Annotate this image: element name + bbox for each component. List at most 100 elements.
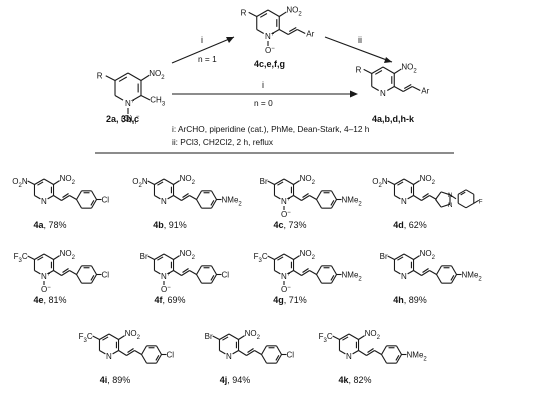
vinyl-double [403, 84, 412, 89]
bond-to-nitro [238, 335, 245, 340]
label-part: Br [205, 332, 213, 341]
n-oxide-oxygen: O− [281, 285, 291, 294]
ring-bond [163, 178, 174, 185]
bond-to-aryl [69, 195, 77, 200]
vinyl-bond [53, 270, 62, 276]
ring-bond [451, 265, 458, 275]
label-part: NO [245, 329, 257, 338]
label-part: Cl [102, 271, 110, 280]
ring-bond [211, 199, 218, 209]
aryl-ring [436, 265, 458, 284]
ring-bond [34, 178, 45, 185]
label-part: 2 [413, 69, 417, 75]
vinyl-bond [358, 350, 367, 356]
ring-bond [274, 270, 281, 275]
bond-to-substituent [387, 255, 395, 260]
ring-bond [381, 345, 388, 355]
ring-bond [274, 195, 281, 200]
ring-bond [261, 345, 268, 355]
bond-to-substituent [147, 255, 155, 260]
ring-nitrogen: N+ [281, 272, 291, 281]
product-id: 4d [393, 220, 404, 230]
ring-bond [440, 191, 451, 196]
label-part: NMe [342, 271, 359, 280]
aryl-ring [196, 190, 218, 209]
pyridine-ring [153, 253, 175, 275]
double-bond-inner [37, 181, 44, 186]
bond-to-nitro [413, 255, 420, 260]
ring-bond [407, 270, 414, 275]
ring-bond [154, 253, 165, 260]
ring-bond [339, 350, 346, 355]
vinyl-double [421, 195, 430, 201]
pyrazole-ring [435, 191, 451, 208]
para-substituent: Cl [287, 351, 295, 360]
ring-bond [127, 72, 142, 81]
vinyl-bond [413, 270, 422, 276]
para-substituent: Cl [102, 196, 110, 205]
ring-nitrogen: N+ [281, 197, 291, 206]
vinyl-bond [293, 195, 302, 201]
label-part: C [87, 332, 93, 341]
vinyl-bond [118, 350, 127, 356]
ring-bond [316, 274, 323, 284]
product-yield: , 89% [107, 375, 130, 385]
bond-to-nitro [278, 11, 287, 17]
arrow-i-n1 [171, 36, 235, 64]
label-part: N [22, 177, 28, 186]
ring-bond [287, 195, 294, 200]
product-id: 4b [153, 220, 164, 230]
bond-to-substituent [92, 335, 100, 340]
ring-bond [440, 203, 451, 208]
ring-bond [167, 270, 174, 275]
vinyl-bond [173, 195, 182, 201]
substituent-5-position: F3C [319, 332, 333, 344]
label-part: NO [60, 174, 72, 183]
bond-to-ar [297, 29, 306, 34]
para-substituent: Cl [102, 271, 110, 280]
ring-bond [403, 253, 414, 260]
label-part: 2 [298, 12, 302, 18]
vinyl-double [127, 348, 134, 353]
label-part: + [271, 32, 275, 38]
vinyl-double [61, 195, 70, 201]
product-caption: 4g, 71% [273, 295, 307, 305]
label-part: C [262, 252, 268, 261]
vinyl-double [62, 193, 69, 198]
ring-nitrogen: N+ [161, 272, 171, 281]
bond-to-nitro [53, 180, 60, 185]
label-part: Cl [167, 351, 175, 360]
bond-to-aryl [309, 195, 317, 200]
arrowhead-i-n0 [350, 90, 358, 98]
ring-bond [99, 350, 106, 355]
vinyl-double [62, 268, 69, 273]
ring-bond [99, 333, 110, 340]
ring-bond [435, 199, 442, 208]
double-bond-inner [222, 336, 229, 341]
label-part: N [161, 272, 167, 281]
product-yield: , 71% [284, 295, 307, 305]
vinyl-double [126, 350, 135, 356]
ring-bond [331, 190, 338, 200]
ring-bond [274, 178, 285, 185]
ring-bond [457, 202, 467, 209]
product-id: 4g [273, 295, 284, 305]
ring-bond [132, 95, 142, 101]
ring-bond [394, 195, 401, 200]
double-bond-inner [397, 181, 404, 186]
label-part: NMe [407, 351, 424, 360]
label-part: O [281, 285, 287, 294]
ring-bond [91, 190, 98, 200]
ring-bond [141, 354, 148, 364]
ring-bond [339, 333, 350, 340]
bond-to-substituent [267, 180, 275, 185]
vinyl-double [302, 193, 309, 198]
para-substituent: NMe2 [222, 196, 243, 208]
ring-bond [316, 199, 323, 209]
label-part: NO [149, 69, 161, 78]
